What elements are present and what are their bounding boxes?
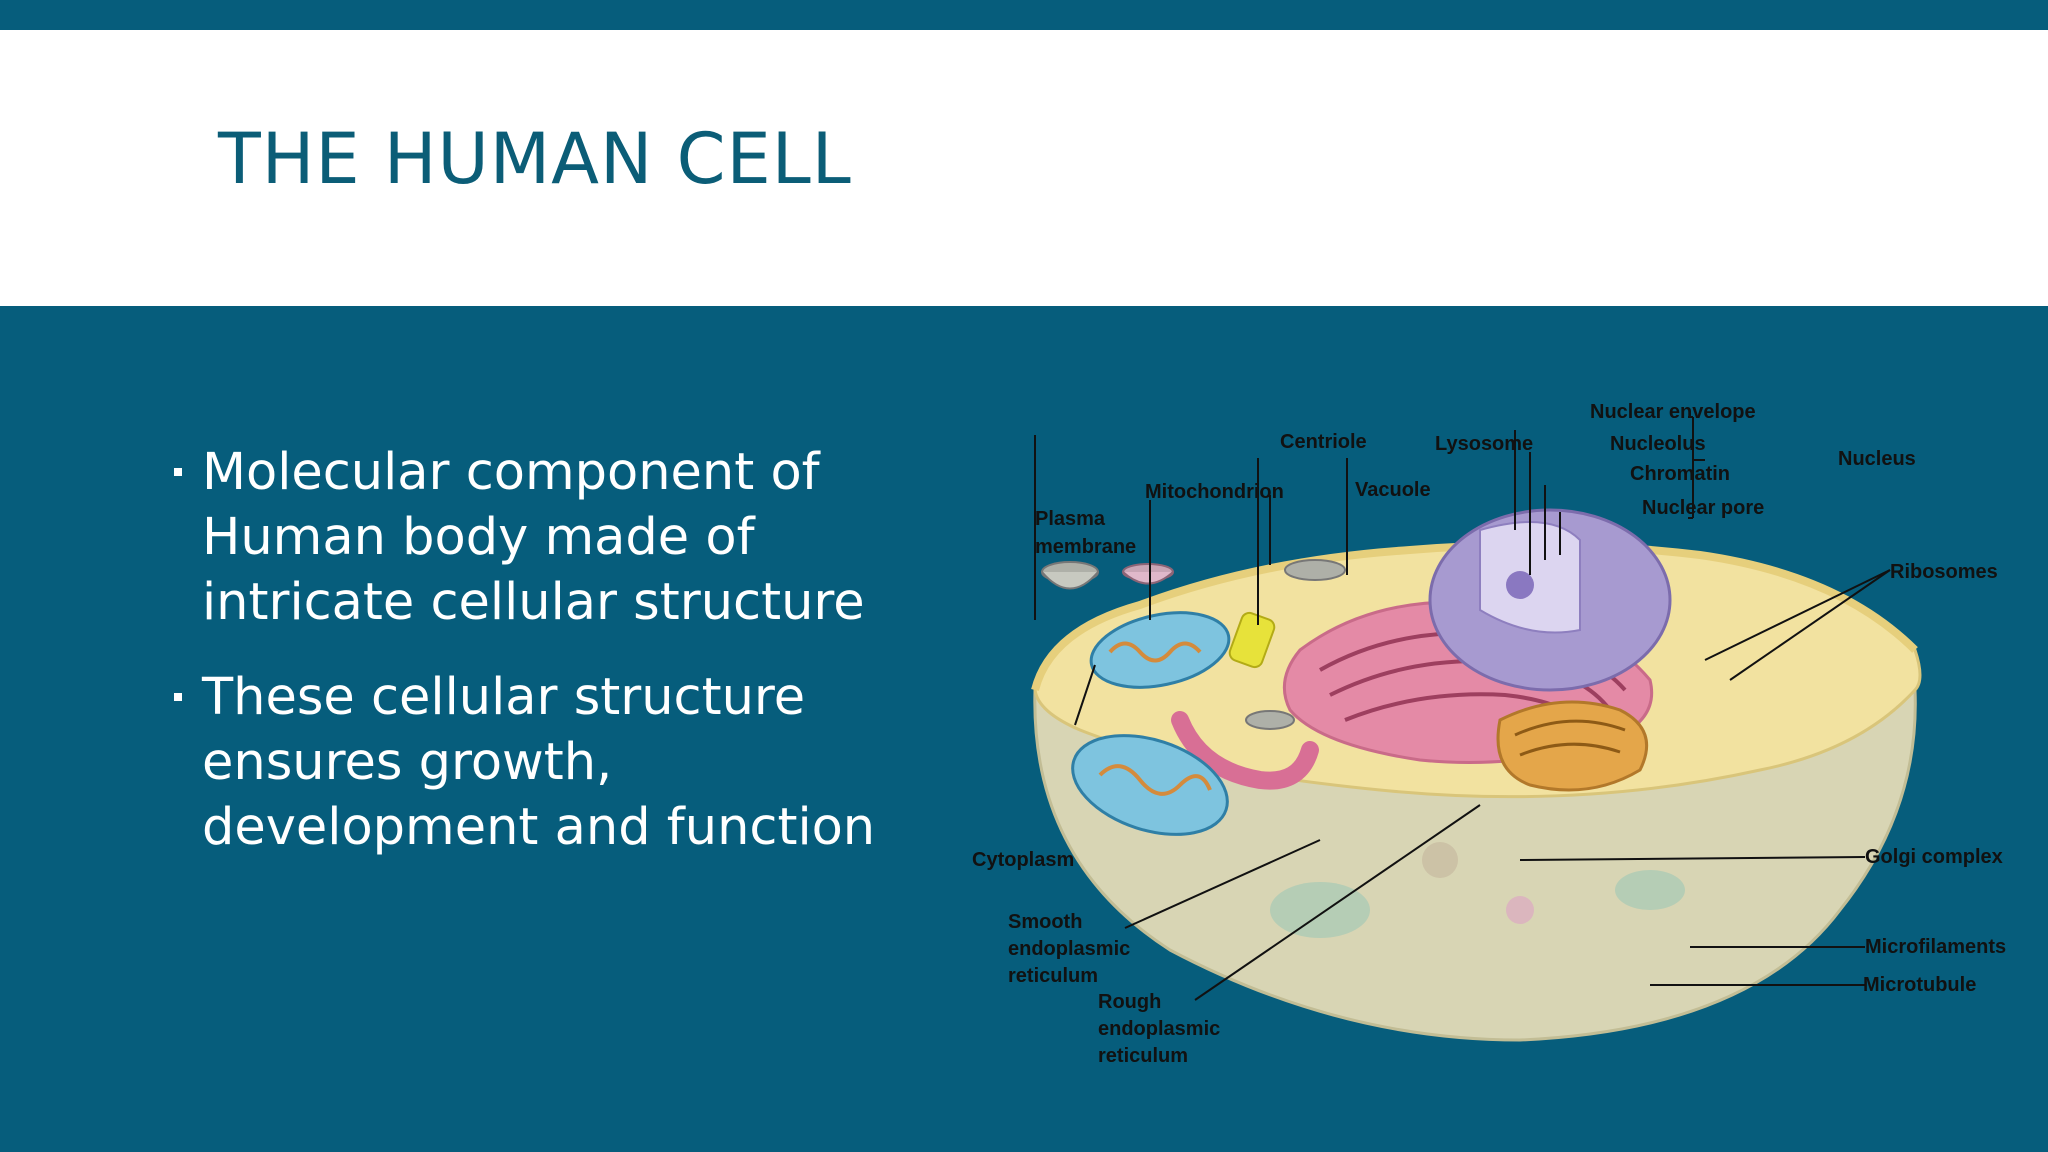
label-microfilaments: Microfilaments — [1865, 936, 2006, 958]
bullet-list: Molecular component of Human body made o… — [170, 440, 960, 890]
label-golgi: Golgi complex — [1865, 846, 2003, 868]
label-smooth-er-line3: reticulum — [1008, 965, 1098, 987]
vacuole-shape — [1041, 571, 1099, 590]
label-smooth-er-line2: endoplasmic — [1008, 938, 1130, 960]
label-vacuole: Vacuole — [1355, 479, 1431, 501]
cell-diagram: Nuclear envelope Nucleolus Chromatin Nuc… — [960, 390, 2030, 1090]
bullet-square-icon — [174, 693, 182, 701]
label-plasma-line1: Plasma — [1035, 508, 1106, 530]
bullet-text: Molecular component of Human body made o… — [202, 443, 865, 632]
nucleolus-shape — [1506, 571, 1534, 599]
golgi-shape — [1496, 700, 1649, 792]
title-band — [0, 30, 2048, 306]
label-mitochondrion: Mitochondrion — [1145, 481, 1284, 503]
bullet-item: Molecular component of Human body made o… — [170, 440, 960, 635]
mitochondrion-shape-2 — [1071, 734, 1229, 836]
label-rough-er-line1: Rough — [1098, 991, 1161, 1013]
mitochondrion-shape — [1089, 611, 1231, 689]
label-microtubule: Microtubule — [1863, 974, 1976, 996]
bullet-square-icon — [174, 468, 182, 476]
slide-title: THE HUMAN CELL — [218, 118, 852, 200]
centriole-shape — [1228, 611, 1276, 669]
label-rough-er-line3: reticulum — [1098, 1045, 1188, 1067]
leader-lines — [1034, 416, 1891, 1001]
bullet-text: These cellular structure ensures growth,… — [202, 668, 876, 857]
label-rough-er-line2: endoplasmic — [1098, 1018, 1220, 1040]
label-nuclear-pore: Nuclear pore — [1642, 497, 1764, 519]
label-lysosome: Lysosome — [1435, 433, 1533, 455]
label-smooth-er-line1: Smooth — [1008, 911, 1082, 933]
bullet-item: These cellular structure ensures growth,… — [170, 665, 960, 860]
label-cytoplasm: Cytoplasm — [972, 849, 1074, 871]
label-nucleus: Nucleus — [1838, 448, 1916, 470]
label-nuclear-envelope: Nuclear envelope — [1590, 401, 1756, 423]
label-centriole: Centriole — [1280, 431, 1367, 453]
top-strip — [0, 0, 2048, 30]
label-nucleolus: Nucleolus — [1610, 433, 1706, 455]
label-chromatin: Chromatin — [1630, 463, 1730, 485]
smooth-er-shape — [1171, 711, 1319, 790]
plasma-membrane-rim — [1031, 541, 1918, 692]
label-ribosomes: Ribosomes — [1890, 561, 1998, 583]
lysosome-shape — [1122, 571, 1174, 585]
cell-diagram-svg: Nuclear envelope Nucleolus Chromatin Nuc… — [960, 390, 2030, 1090]
label-plasma-line2: membrane — [1035, 536, 1136, 558]
